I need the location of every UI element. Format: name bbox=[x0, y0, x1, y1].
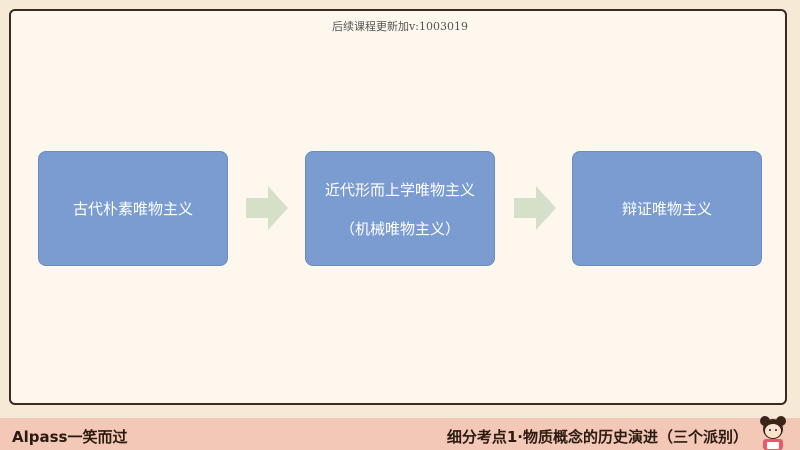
arrow-right-icon bbox=[246, 186, 288, 230]
topic-title: 细分考点1·物质概念的历史演进（三个派别） bbox=[446, 428, 748, 446]
node-sublabel: （机械唯物主义） bbox=[339, 219, 460, 238]
watermark-text: 后续课程更新加v:1003019 bbox=[332, 20, 468, 33]
node-dialectical-materialism: 辩证唯物主义 bbox=[572, 151, 762, 266]
node-metaphysical-materialism: 近代形而上学唯物主义 （机械唯物主义） bbox=[305, 151, 495, 266]
node-label: 古代朴素唯物主义 bbox=[72, 200, 193, 218]
cartoon-avatar-icon bbox=[760, 416, 786, 450]
arrow-right-icon bbox=[514, 186, 556, 230]
node-label: 近代形而上学唯物主义 bbox=[324, 180, 475, 199]
node-label: 辩证唯物主义 bbox=[621, 200, 712, 218]
brand-name: Alpass一笑而过 bbox=[12, 428, 128, 446]
footer-bar: Alpass一笑而过 细分考点1·物质概念的历史演进（三个派别） bbox=[0, 418, 800, 450]
node-ancient-materialism: 古代朴素唯物主义 bbox=[38, 151, 228, 266]
